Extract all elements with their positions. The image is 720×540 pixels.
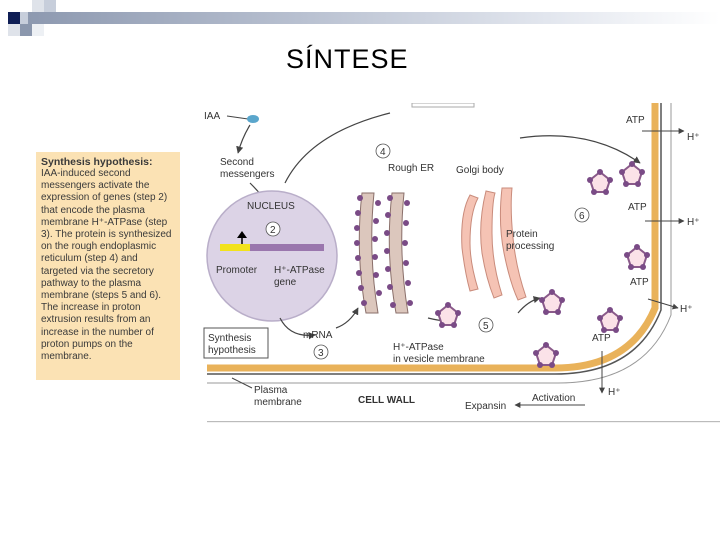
step-3-number: 3 [318,348,324,359]
plasma-membrane-label-2: membrane [254,397,302,408]
synthesis-tag-label-1: Synthesis [208,333,251,344]
step-4-number: 4 [380,147,386,158]
iaa-line [226,115,249,120]
golgi-cisterna-2 [480,190,503,299]
step-2-circle [265,221,281,237]
iaa-molecule [247,115,259,123]
atp-label-2: ATP [628,202,647,213]
promoter-arrowhead [237,231,247,238]
synthesis-tag-label-2: hypothesis [208,345,256,356]
step-6-number: 6 [579,211,585,222]
step-2-number: 2 [270,225,276,236]
h-label-2: H⁺ [687,217,700,228]
cell-wall-line [207,103,672,384]
h-label-3: H⁺ [680,304,693,315]
step-4-circle [375,143,391,159]
nucleus-label: NUCLEUS [247,201,295,212]
cell-wall-label: CELL WALL [358,395,415,406]
title-bar-gradient [28,12,720,24]
step-6-circle [574,207,590,223]
rough-er-label: Rough ER [388,163,434,174]
mrna-arrow-out [335,307,359,329]
slide-title: SÍNTESE [286,44,409,74]
plasma-membrane [207,103,659,372]
synthesis-diagram: IAA Second messengers NUCLEUS 2 Promoter… [190,102,720,428]
h-label-1: H⁺ [687,132,700,143]
mrna-arrow-in [279,317,316,340]
promoter-bar [220,244,250,251]
golgi-cisterna-1 [461,194,479,292]
protein-processing-label-1: Protein [506,229,538,240]
corner-decoration [0,0,100,50]
second-messengers-label-1: Second [220,157,254,168]
atp-label-1: ATP [626,115,645,126]
iaa-arrow [236,124,251,154]
wall-bottom-line [207,421,720,423]
gene-label-1: H⁺-ATPase [274,265,325,276]
vesicles [435,161,650,368]
plasma-membrane-label-1: Plasma [254,385,288,396]
rough-er-left [358,192,379,314]
activation-label: Activation [532,393,575,404]
curved-arrow-right [519,135,641,164]
protein-processing-label-2: processing [506,241,554,252]
plasma-membrane-pointer [231,377,253,389]
vesicle-label-2: in vesicle membrane [393,354,485,365]
second-messengers-label-2: messengers [220,169,274,180]
top-outline [411,102,475,108]
synthesis-hypothesis-box: Synthesis hypothesis: IAA-induced second… [36,152,180,380]
promoter-label: Promoter [216,265,258,276]
golgi-label: Golgi body [456,165,504,176]
gene-label-2: gene [274,277,297,288]
vesicle-label-1: H⁺-ATPase [393,342,444,353]
step-3-circle [313,344,329,360]
h-arrow-3 [647,298,679,310]
atp-label-4: ATP [592,333,611,344]
mrna-label: mRNA [303,330,333,341]
synthesis-hypothesis-tag [203,327,269,359]
atp-label-3: ATP [630,277,649,288]
step-5-circle [478,317,494,333]
step-5-number: 5 [483,321,489,332]
golgi-cisterna-3 [499,187,527,301]
hypothesis-heading: Synthesis hypothesis: [41,156,153,168]
nucleus [206,190,338,322]
golgi-to-vesicle-arrow [517,296,541,314]
iaa-label: IAA [204,111,220,122]
h-label-4: H⁺ [608,387,621,398]
curved-arrow-top [284,112,391,184]
hypothesis-text: IAA-induced second messengers activate t… [41,168,172,363]
plasma-membrane-edge [207,103,662,375]
expansin-label: Expansin [465,401,506,412]
gene-bar [220,244,324,251]
ribosomes [354,195,413,308]
